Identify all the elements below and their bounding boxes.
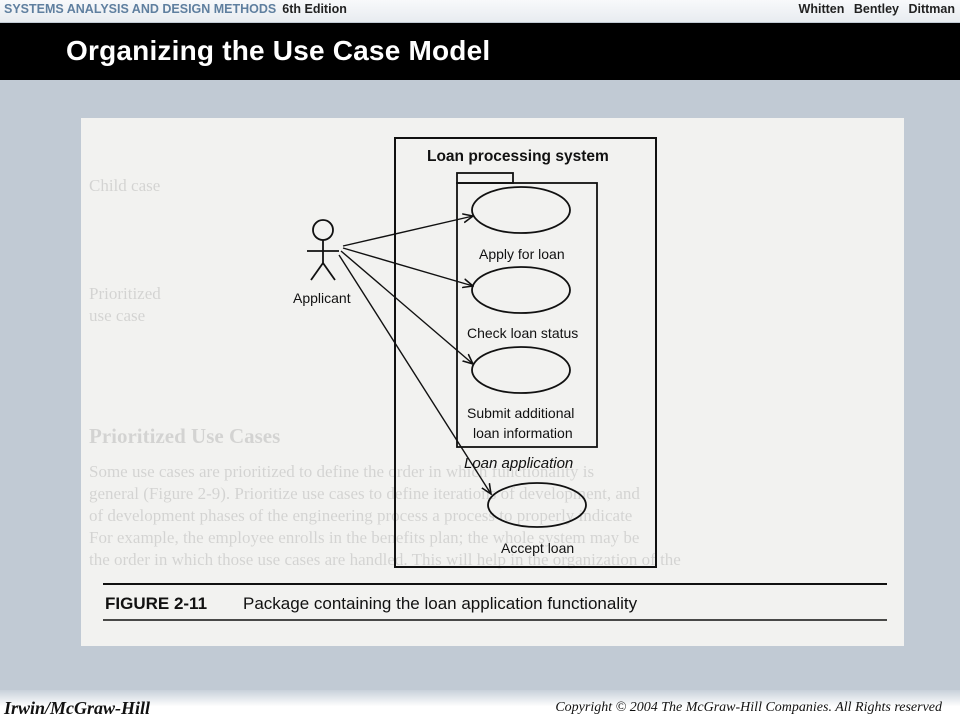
use-case-apply-for-loan xyxy=(471,186,571,234)
system-label: Loan processing system xyxy=(427,148,609,165)
use-case-accept-loan xyxy=(487,482,587,528)
title-bar: Organizing the Use Case Model xyxy=(0,23,960,80)
package xyxy=(456,182,598,448)
scanned-figure: Child case Prioritized use case Prioriti… xyxy=(81,118,904,646)
use-case-submit-info xyxy=(471,346,571,394)
footer-bar: Irwin/McGraw-Hill Copyright © 2004 The M… xyxy=(0,690,960,720)
use-case-label-check: Check loan status xyxy=(467,325,578,341)
publisher-label: Irwin/McGraw-Hill xyxy=(4,698,151,718)
use-case-label-submit-2: loan information xyxy=(473,425,573,441)
association-check xyxy=(342,247,473,286)
association-apply xyxy=(342,216,473,247)
use-case-label-accept: Accept loan xyxy=(501,540,574,556)
actor-right-leg xyxy=(322,262,336,281)
figure-number: FIGURE 2-11 xyxy=(105,594,207,613)
package-label: Loan application xyxy=(464,455,573,472)
association-accept xyxy=(338,254,491,494)
use-case-check-loan-status xyxy=(471,266,571,314)
system-boundary xyxy=(394,137,657,568)
use-case-label-submit: Submit additional xyxy=(467,405,574,421)
figure-caption: Package containing the loan application … xyxy=(243,594,638,613)
copyright-label: Copyright © 2004 The McGraw-Hill Compani… xyxy=(555,700,942,715)
authors-label: Whitten Bentley Dittman xyxy=(798,2,955,16)
actor-left-leg xyxy=(310,262,324,281)
slide-title: Organizing the Use Case Model xyxy=(66,35,491,66)
package-tab xyxy=(456,172,514,184)
actor-label: Applicant xyxy=(293,290,351,306)
use-case-diagram: Loan processing system Loan application … xyxy=(103,137,887,621)
edition-label: 6th Edition xyxy=(282,2,347,16)
use-case-label-apply: Apply for loan xyxy=(479,246,565,262)
association-submit xyxy=(340,250,473,364)
actor-applicant xyxy=(307,219,339,281)
actor-head xyxy=(312,219,334,241)
